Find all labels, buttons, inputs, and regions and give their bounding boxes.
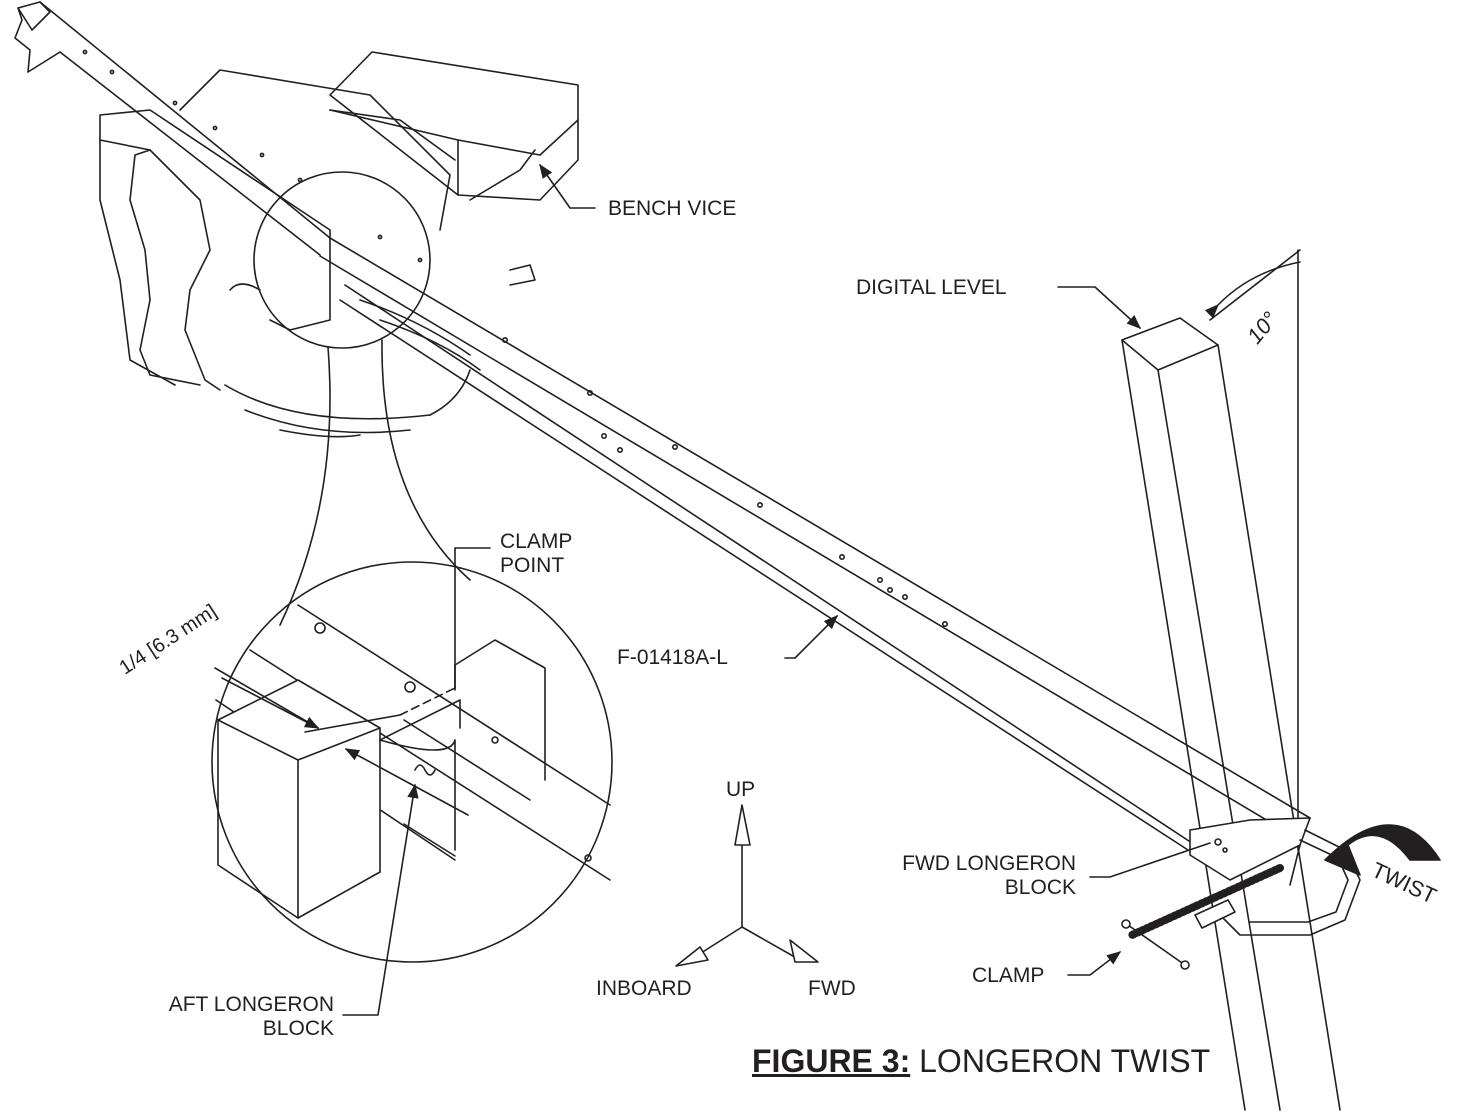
clamp-assembly — [1121, 817, 1361, 970]
detail-leader-left — [279, 346, 331, 626]
clamp-point-label: CLAMP POINT — [500, 530, 572, 578]
inboard-label: INBOARD — [596, 977, 692, 1000]
fwd-longeron-block-line-2: BLOCK — [1004, 876, 1076, 899]
longeron-end — [14, 1, 331, 256]
figure-title: LONGERON TWIST — [919, 1043, 1211, 1079]
aft-longeron-block-line-1: AFT LONGERON — [168, 993, 334, 1016]
aft-longeron-block-label: AFT LONGERON BLOCK — [128, 993, 334, 1041]
figure-number: FIGURE 3: — [752, 1043, 911, 1079]
up-label: UP — [726, 778, 756, 801]
leader-lines — [342, 163, 1211, 1016]
clamp-point-line-2: POINT — [500, 554, 565, 577]
fwd-label: FWD — [808, 977, 856, 1000]
twist-arrow — [1324, 824, 1441, 876]
part-number-label: F-01418A-L — [617, 646, 728, 669]
aft-longeron-block-line-2: BLOCK — [262, 1017, 334, 1040]
detail-view — [211, 547, 613, 963]
clamp-point-line-1: CLAMP — [500, 530, 573, 553]
detail-leader-right — [381, 339, 471, 581]
fwd-longeron-block-label: FWD LONGERON BLOCK — [870, 852, 1076, 900]
clamp-label: CLAMP — [972, 964, 1045, 987]
digital-level-label: DIGITAL LEVEL — [856, 276, 1007, 299]
bench-vice — [99, 51, 579, 438]
bench-vice-label: BENCH VICE — [608, 197, 737, 220]
fwd-longeron-block-line-1: FWD LONGERON — [902, 852, 1076, 875]
longeron-body — [82, 49, 1311, 851]
figure-caption: FIGURE 3: LONGERON TWIST — [752, 1042, 1210, 1080]
digital-level — [1121, 249, 1341, 1111]
orientation-triad — [675, 804, 819, 967]
dimension-arrows — [214, 667, 469, 816]
detail-source-circle — [253, 171, 431, 349]
